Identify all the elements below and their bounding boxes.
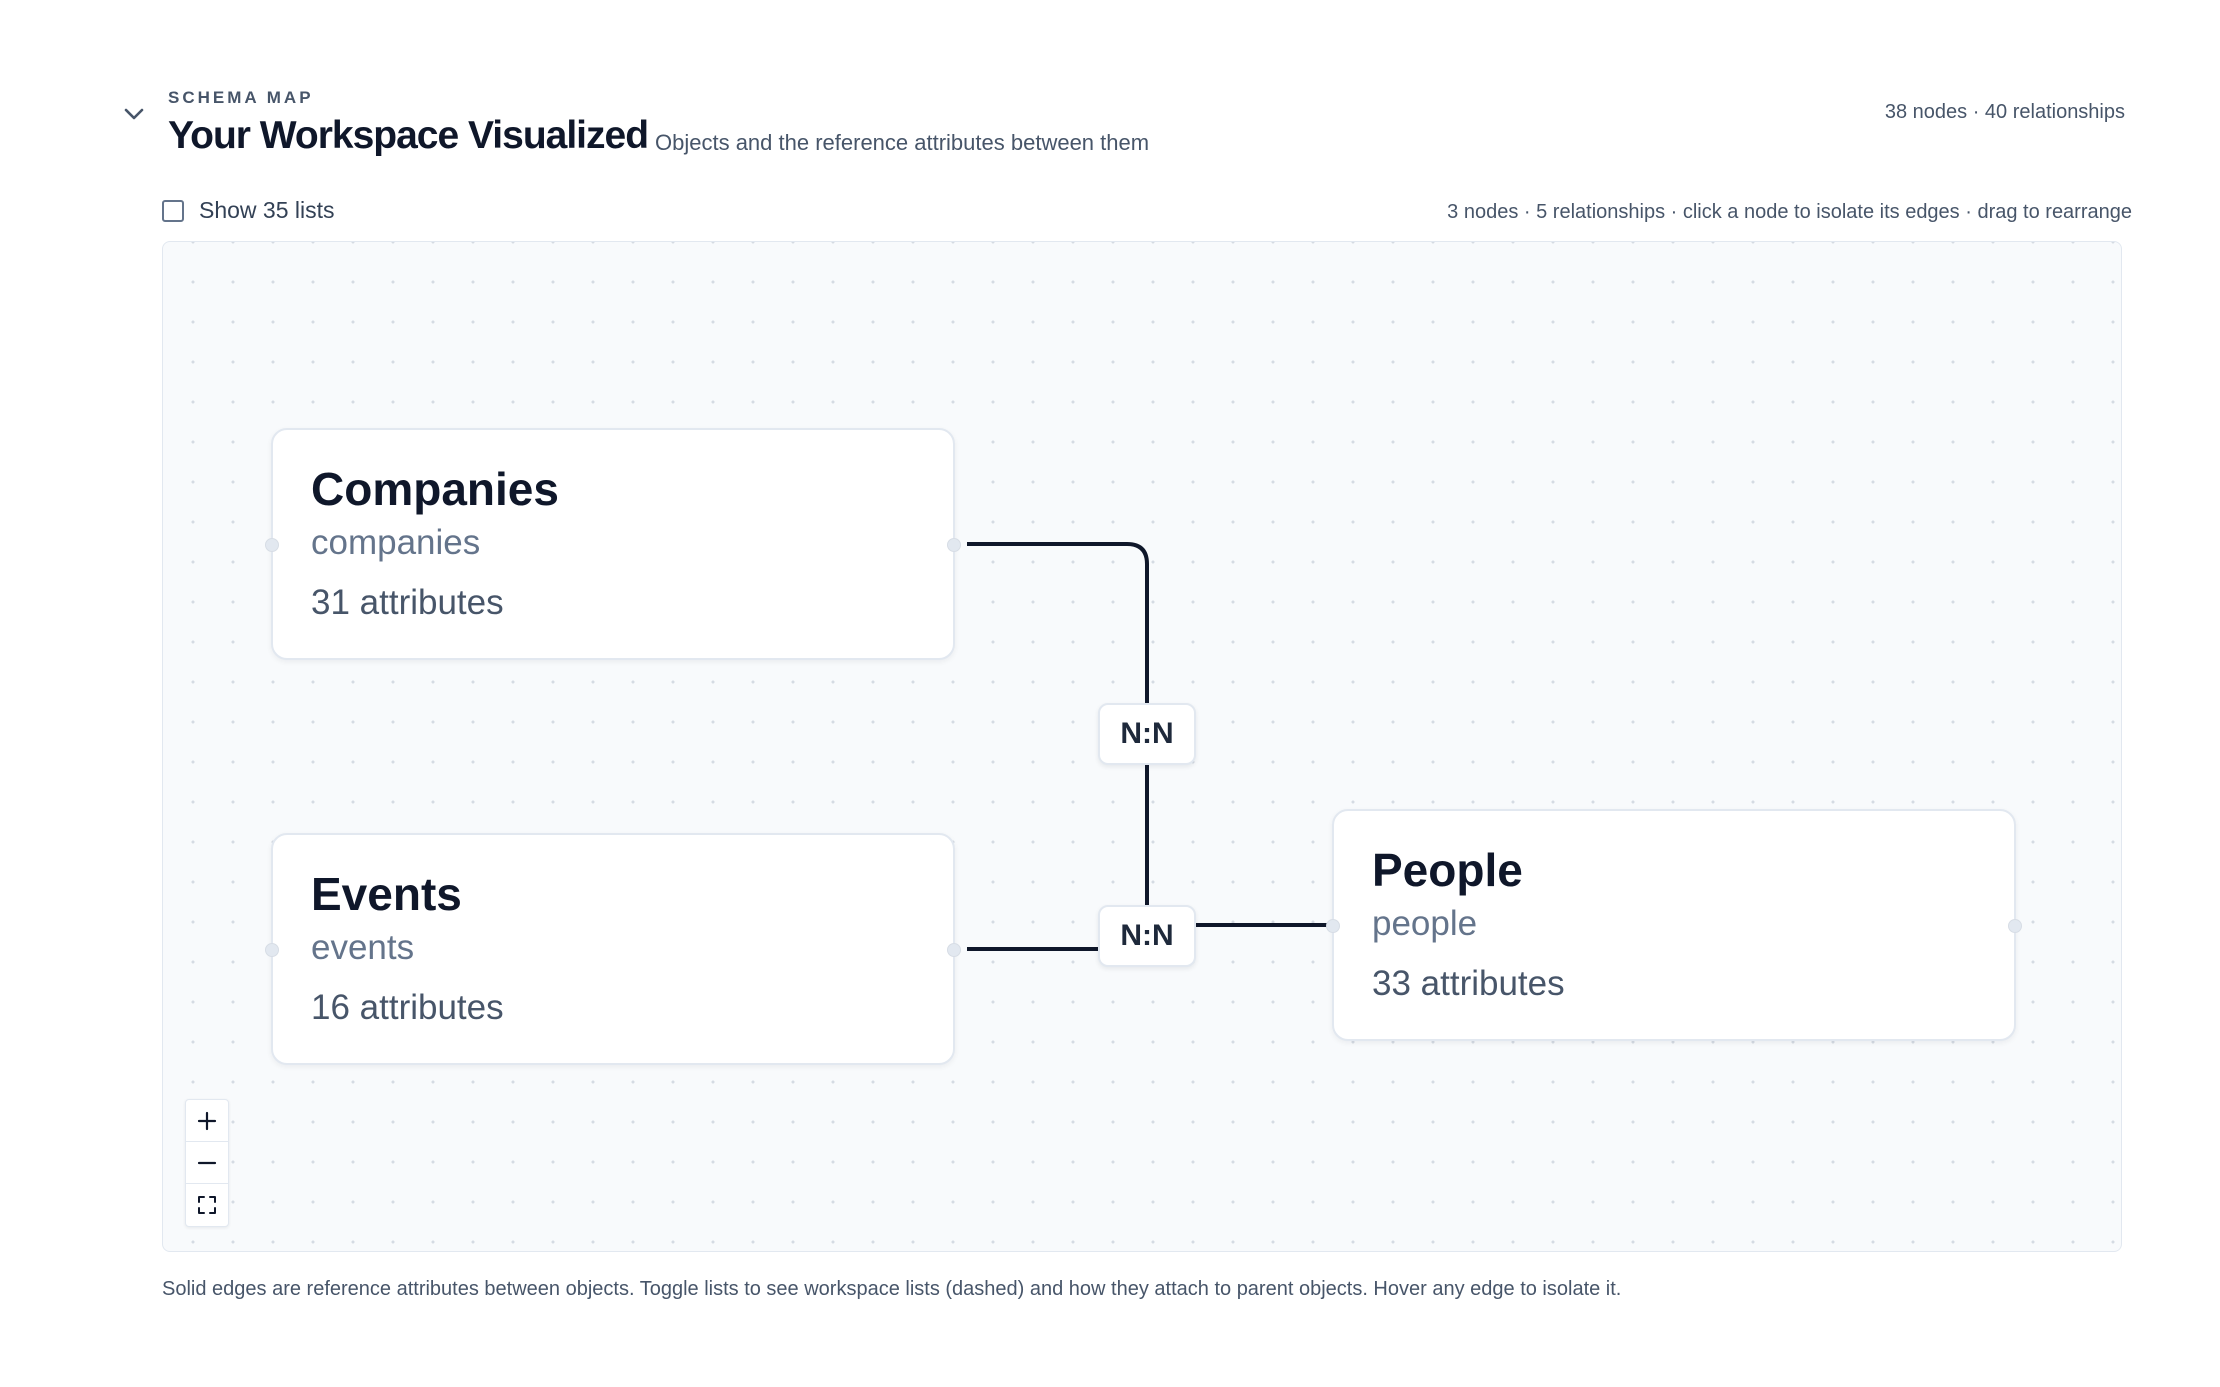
node-people[interactable]: People people 33 attributes xyxy=(1326,809,2022,1041)
edge-label-companies-people[interactable]: N:N xyxy=(1098,703,1196,765)
section-eyebrow: SCHEMA MAP xyxy=(168,88,314,107)
node-slug: events xyxy=(311,927,415,967)
node-events[interactable]: Events events 16 attributes xyxy=(265,833,961,1065)
edge-companies-people[interactable] xyxy=(967,542,1149,925)
minus-icon xyxy=(197,1161,217,1164)
node-slug: companies xyxy=(311,522,481,562)
node-slug: people xyxy=(1372,903,1478,943)
graph-canvas[interactable]: Companies companies 31 attributes Events… xyxy=(162,241,2122,1252)
show-lists-checkbox[interactable] xyxy=(162,199,184,222)
graph-edges xyxy=(967,542,1331,951)
node-attribute-count: 33 attributes xyxy=(1372,963,1565,1003)
node-attribute-count: 16 attributes xyxy=(311,987,504,1027)
node-title: People xyxy=(1372,844,1523,896)
show-lists-label: Show 35 lists xyxy=(199,197,335,223)
node-handle-left[interactable] xyxy=(265,538,279,552)
footnote: Solid edges are reference attributes bet… xyxy=(162,1278,1622,1300)
fit-view-icon xyxy=(198,1196,216,1214)
fit-view-button[interactable] xyxy=(186,1184,228,1226)
zoom-out-button[interactable] xyxy=(186,1142,228,1184)
node-attribute-count: 31 attributes xyxy=(311,582,504,622)
page-title: Your Workspace Visualized xyxy=(168,114,649,157)
show-lists-toggle[interactable]: Show 35 lists xyxy=(162,197,335,224)
node-title: Companies xyxy=(311,463,559,515)
graph-stats: 3 nodes · 5 relationships · click a node… xyxy=(1447,201,2132,223)
edge-label-events-people[interactable]: N:N xyxy=(1098,905,1196,967)
global-stats: 38 nodes · 40 relationships xyxy=(1884,101,2125,123)
zoom-in-button[interactable] xyxy=(186,1100,228,1142)
page-subtitle: Objects and the reference attributes bet… xyxy=(655,130,1150,155)
node-handle-left[interactable] xyxy=(265,943,279,957)
node-title: Events xyxy=(311,868,462,920)
node-companies[interactable]: Companies companies 31 attributes xyxy=(265,428,961,660)
node-handle-left[interactable] xyxy=(1326,919,1340,933)
node-handle-right[interactable] xyxy=(947,538,961,552)
chevron-down-icon[interactable] xyxy=(120,100,148,128)
node-handle-right[interactable] xyxy=(947,943,961,957)
node-handle-right[interactable] xyxy=(2008,919,2022,933)
zoom-controls xyxy=(185,1099,229,1227)
plus-icon xyxy=(197,1111,217,1130)
